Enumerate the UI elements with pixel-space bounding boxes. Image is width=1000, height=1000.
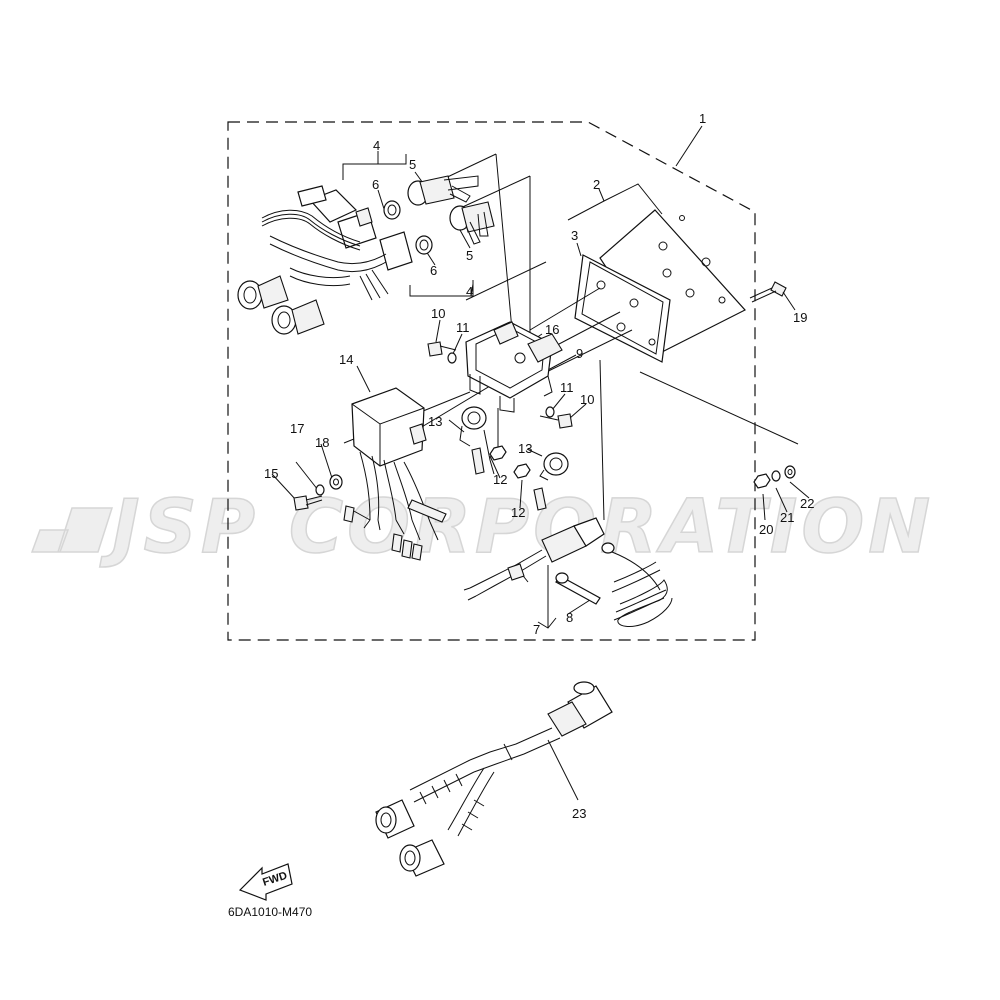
callout-labels: 1 2 3 4 4 5 5 6 6 7 8 9 10 10 11 11 12 1… xyxy=(264,111,814,821)
nut-20[interactable] xyxy=(753,473,771,489)
watermark: JSP CORPORATION xyxy=(30,483,934,571)
washer-22[interactable] xyxy=(784,465,796,479)
switch-13[interactable] xyxy=(459,406,569,511)
callout-14: 14 xyxy=(339,352,353,367)
washer-21[interactable] xyxy=(771,470,781,482)
callout-17: 17 xyxy=(290,421,304,436)
callout-11a: 11 xyxy=(456,320,470,335)
callout-6a: 6 xyxy=(372,177,379,192)
callout-11b: 11 xyxy=(560,380,574,395)
diagram-code: 6DA1010-M470 xyxy=(228,905,312,919)
washer-11[interactable] xyxy=(447,352,555,418)
part-16[interactable] xyxy=(527,333,563,363)
assembly-boundary xyxy=(227,121,756,641)
screw-19[interactable] xyxy=(749,281,787,303)
key-switch-5[interactable] xyxy=(407,175,495,245)
bracket-9[interactable] xyxy=(465,321,553,413)
cable-tie[interactable] xyxy=(407,499,447,523)
callout-22: 22 xyxy=(800,496,814,511)
screw-10[interactable] xyxy=(427,341,573,429)
callout-10b: 10 xyxy=(580,392,594,407)
callout-15: 15 xyxy=(264,466,278,481)
watermark-text: JSP CORPORATION xyxy=(99,484,934,570)
leader-lines xyxy=(271,125,810,801)
grommet-6[interactable] xyxy=(383,200,433,255)
callout-12b: 12 xyxy=(511,505,525,520)
callout-13a: 13 xyxy=(428,414,442,429)
callout-12a: 12 xyxy=(493,472,507,487)
alignment-lines xyxy=(343,153,799,521)
callout-16: 16 xyxy=(545,322,559,337)
grommet-18[interactable] xyxy=(329,474,343,490)
callout-20: 20 xyxy=(759,522,773,537)
callout-5a: 5 xyxy=(409,157,416,172)
callout-3: 3 xyxy=(571,228,578,243)
watermark-logo-mark xyxy=(30,507,114,553)
gasket-3[interactable] xyxy=(574,254,671,363)
callout-23: 23 xyxy=(572,806,586,821)
lanyard-8[interactable] xyxy=(555,542,673,627)
callout-8: 8 xyxy=(566,610,573,625)
screw-15[interactable] xyxy=(293,495,323,511)
control-unit-14[interactable] xyxy=(343,387,439,561)
wire-harness-23[interactable] xyxy=(375,681,613,877)
callout-5b: 5 xyxy=(466,248,473,263)
callout-7: 7 xyxy=(533,622,540,637)
callout-10a: 10 xyxy=(431,306,445,321)
nut-12[interactable] xyxy=(489,445,531,479)
main-switch-harness-4[interactable] xyxy=(237,185,413,335)
callout-1: 1 xyxy=(699,111,706,126)
callout-19: 19 xyxy=(793,310,807,325)
stop-switch-7[interactable] xyxy=(463,517,605,601)
callout-4b: 4 xyxy=(466,284,473,299)
callout-21: 21 xyxy=(780,510,794,525)
callout-13b: 13 xyxy=(518,441,532,456)
callout-4a: 4 xyxy=(373,138,380,153)
washer-17[interactable] xyxy=(315,484,325,496)
fwd-arrow-icon: FWD xyxy=(238,863,293,901)
callout-2: 2 xyxy=(593,177,600,192)
callout-9: 9 xyxy=(576,346,583,361)
callout-18: 18 xyxy=(315,435,329,450)
callout-6b: 6 xyxy=(430,263,437,278)
